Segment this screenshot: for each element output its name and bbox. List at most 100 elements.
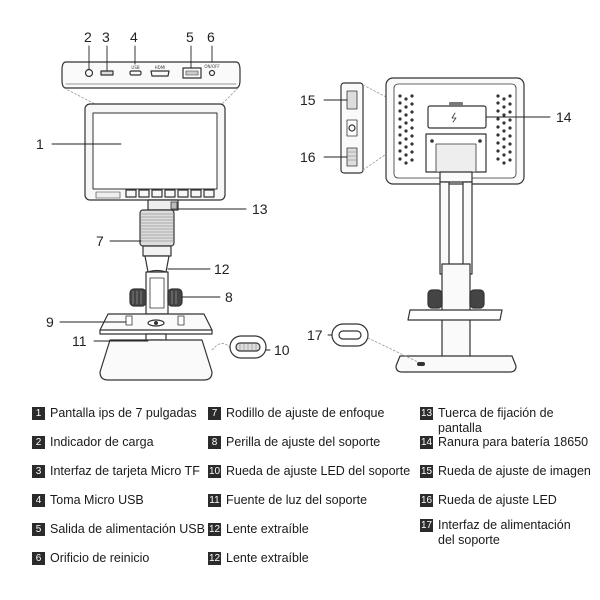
callout-6: 6	[207, 29, 215, 45]
callout-8: 8	[225, 289, 233, 305]
svg-text:USB: USB	[131, 65, 139, 70]
legend-number: 10	[208, 465, 221, 478]
legend: 1 Pantalla ips de 7 pulgadas 2 Indicador…	[0, 400, 600, 600]
legend-text: Rueda de ajuste LED del soporte	[226, 464, 411, 478]
legend-number: 1	[32, 407, 45, 420]
legend-item: 12 Lente extraíble	[208, 551, 309, 566]
legend-number: 6	[32, 552, 45, 565]
legend-text: Interfaz de alimentación del soporte	[438, 518, 571, 547]
legend-number: 8	[208, 436, 221, 449]
legend-item: 15 Rueda de ajuste de imagen	[420, 464, 591, 479]
micro-tf-slot	[100, 70, 114, 76]
callout-1: 1	[36, 136, 44, 152]
callout-7: 7	[96, 233, 104, 249]
legend-item: 1 Pantalla ips de 7 pulgadas	[32, 406, 197, 421]
legend-text: Tuerca de fijación de pantalla	[438, 406, 554, 435]
callout-10: 10	[274, 342, 290, 358]
legend-text: Indicador de carga	[50, 435, 154, 449]
vent-grille-right	[496, 94, 512, 165]
legend-text: Ranura para batería 18650	[438, 435, 589, 449]
callout-5: 5	[186, 29, 194, 45]
svg-text:HDMI: HDMI	[155, 65, 166, 70]
legend-number: 4	[32, 494, 45, 507]
legend-text: Fuente de luz del soporte	[226, 493, 368, 507]
legend-text: Perilla de ajuste del soporte	[226, 435, 381, 449]
legend-number: 14	[420, 436, 433, 449]
legend-text: Rueda de ajuste de imagen	[438, 464, 591, 478]
callout-2: 2	[84, 29, 92, 45]
back-base	[395, 355, 517, 373]
legend-number: 7	[208, 407, 221, 420]
screen-fixing-nut	[147, 199, 179, 211]
legend-number: 3	[32, 465, 45, 478]
legend-text: Interfaz de tarjeta Micro TF	[50, 464, 200, 478]
callout-16: 16	[300, 149, 316, 165]
back-mount-bracket	[425, 133, 487, 173]
legend-number: 11	[208, 494, 221, 507]
legend-item: 10 Rueda de ajuste LED del soporte	[208, 464, 410, 479]
back-housing	[385, 77, 525, 185]
legend-item: 14 Ranura para batería 18650	[420, 435, 588, 450]
legend-item: 16 Rueda de ajuste LED	[420, 493, 557, 508]
legend-number: 12	[208, 523, 221, 536]
callout-12: 12	[214, 261, 230, 277]
legend-number: 12	[208, 552, 221, 565]
legend-number: 16	[420, 494, 433, 507]
focus-roller	[139, 209, 175, 247]
legend-number: 17	[420, 519, 433, 532]
specimen-stage	[99, 313, 213, 335]
legend-text: Salida de alimentación USB	[50, 522, 205, 536]
legend-item: 7 Rodillo de ajuste de enfoque	[208, 406, 384, 421]
removable-lens	[142, 245, 172, 277]
legend-item: 17 Interfaz de alimentación del soporte	[420, 518, 590, 548]
legend-item: 2 Indicador de carga	[32, 435, 154, 450]
back-stage	[407, 309, 503, 321]
leader-lines	[51, 45, 551, 351]
legend-item: 11 Fuente de luz del soporte	[208, 493, 367, 508]
legend-item: 12 Lente extraíble	[208, 522, 309, 537]
stand-led-wheel-detail	[211, 335, 267, 359]
legend-text: Pantalla ips de 7 pulgadas	[50, 406, 197, 420]
legend-item: 13 Tuerca de fijación de pantalla	[420, 406, 600, 436]
vent-grille-left	[398, 94, 414, 165]
side-button-panel	[340, 82, 393, 174]
hdmi-port: HDMI	[150, 65, 170, 77]
stand-adjust-knob	[129, 288, 183, 307]
back-stand-column	[439, 171, 473, 365]
legend-number: 15	[420, 465, 433, 478]
legend-number: 2	[32, 436, 45, 449]
charge-indicator-port	[84, 68, 94, 78]
ips-screen	[84, 103, 226, 201]
callout-9: 9	[46, 314, 54, 330]
callout-11: 11	[72, 333, 87, 349]
legend-item: 8 Perilla de ajuste del soporte	[208, 435, 380, 450]
callout-4: 4	[130, 29, 138, 45]
micro-usb-port: USB	[129, 65, 142, 76]
callout-14: 14	[556, 109, 572, 125]
back-stand-knob	[427, 289, 485, 309]
legend-item: 6 Orificio de reinicio	[32, 551, 149, 566]
legend-text: Lente extraíble	[226, 551, 309, 565]
legend-item: 3 Interfaz de tarjeta Micro TF	[32, 464, 200, 479]
usb-power-output-port	[182, 67, 202, 79]
legend-text: Lente extraíble	[226, 522, 309, 536]
legend-text: Rueda de ajuste LED	[438, 493, 557, 507]
stand-base	[99, 339, 213, 381]
legend-text: Orificio de reinicio	[50, 551, 150, 565]
microscope-diagram: USB HDMI ON/OFF	[36, 29, 572, 381]
legend-text: Rodillo de ajuste de enfoque	[226, 406, 385, 420]
callout-15: 15	[300, 92, 316, 108]
callout-13: 13	[252, 201, 268, 217]
callout-17: 17	[307, 327, 323, 343]
legend-number: 5	[32, 523, 45, 536]
reset-hole: ON/OFF	[204, 64, 220, 77]
battery-slot	[427, 102, 487, 129]
callout-3: 3	[102, 29, 110, 45]
svg-text:ON/OFF: ON/OFF	[204, 64, 220, 69]
legend-text: Toma Micro USB	[50, 493, 144, 507]
callout-numbers: 2 3 4 5 6 1 7 13 12 8 9 11 10 15 14 16 1…	[36, 29, 572, 358]
stand-column	[145, 271, 169, 315]
legend-item: 5 Salida de alimentación USB	[32, 522, 205, 537]
legend-number: 13	[420, 407, 433, 420]
legend-item: 4 Toma Micro USB	[32, 493, 144, 508]
